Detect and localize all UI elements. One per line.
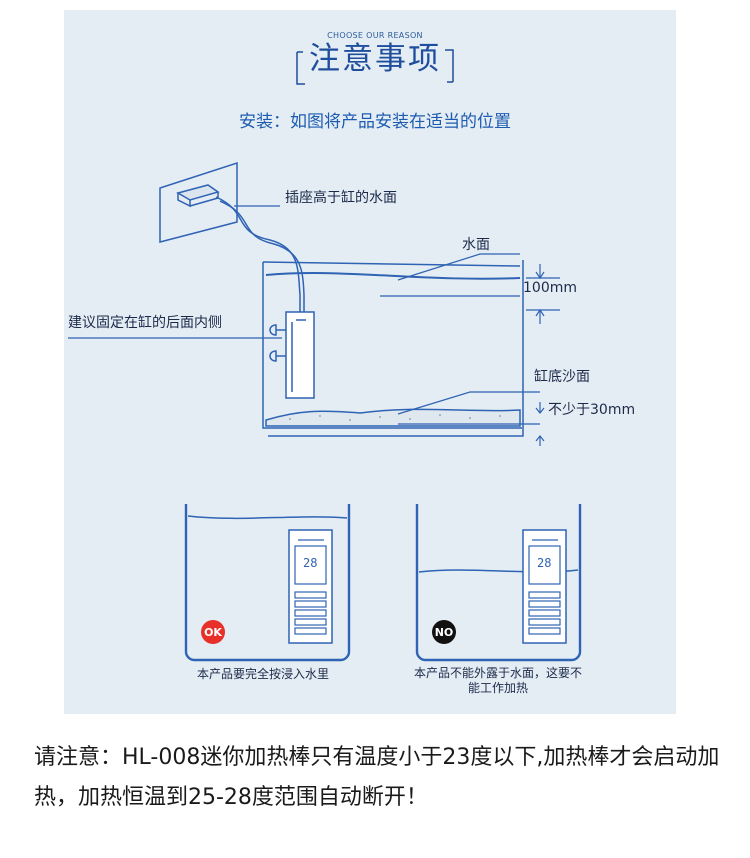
heater-tank: [269, 311, 315, 399]
label-sand-surface: 缸底沙面: [534, 369, 590, 385]
water-surface-line: [265, 272, 521, 280]
heater-no: [522, 529, 567, 644]
dimension-100mm: [526, 264, 560, 324]
no-badge: NO: [432, 620, 456, 644]
sand-grains: [289, 414, 501, 421]
aquarium-tank: [262, 260, 524, 437]
label-mount-position: 建议固定在缸的后面内侧: [68, 315, 222, 331]
power-cord: [215, 196, 305, 312]
dimension-30mm: [535, 402, 545, 446]
svg-text:OK: OK: [204, 626, 222, 639]
heater-ok-display: 28: [303, 556, 317, 570]
label-water-surface: 水面: [462, 237, 490, 253]
no-example: [415, 504, 582, 662]
ok-badge: OK: [201, 620, 225, 644]
temperature-note: 请注意：HL-008迷你加热棒只有温度小于23度以下,加热棒才会启动加热，加热恒…: [34, 745, 720, 810]
ok-example: [184, 504, 351, 662]
label-min-30mm: 不少于30mm: [548, 402, 636, 418]
svg-text:NO: NO: [435, 626, 454, 639]
eyebrow-text: CHOOSE OUR REASON: [327, 31, 423, 40]
wall-socket: [159, 161, 238, 243]
pointer-lines: [380, 253, 540, 425]
ok-water-line: [187, 515, 348, 520]
info-panel: [64, 10, 676, 714]
heater-no-display: 28: [537, 556, 551, 570]
title-brackets: [296, 49, 454, 85]
sand-layer: [265, 408, 521, 427]
no-caption: 本产品不能外露于水面，这要不能工作加热: [413, 666, 582, 695]
label-socket: 插座高于缸的水面: [285, 190, 397, 206]
label-depth-100mm: 100mm: [523, 280, 577, 296]
page-title: 注意事项: [309, 41, 441, 77]
heater-ok: [288, 529, 333, 644]
install-instruction: 安装：如图将产品安装在适当的位置: [239, 112, 511, 132]
ok-caption: 本产品要完全按浸入水里: [196, 667, 329, 681]
